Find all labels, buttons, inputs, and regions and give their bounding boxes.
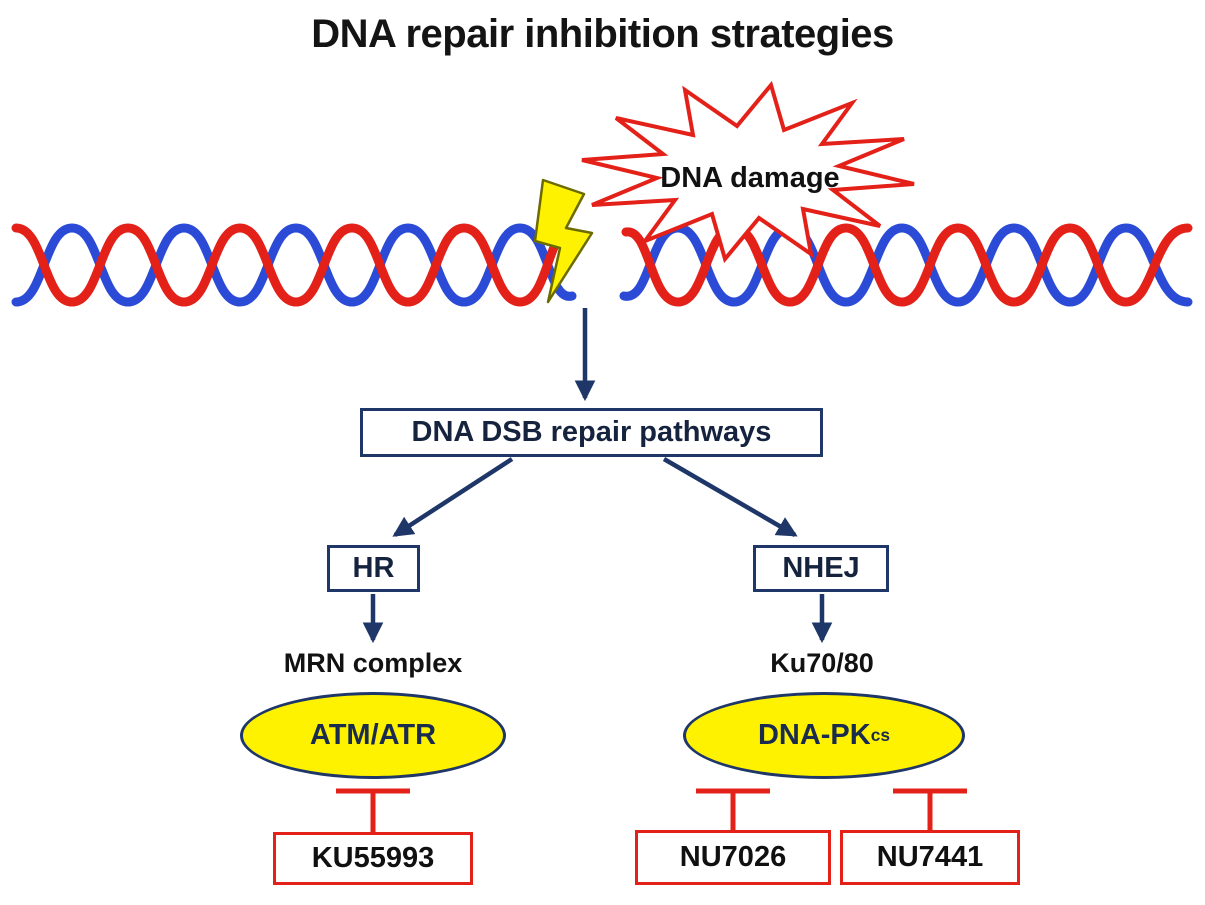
page-title: DNA repair inhibition strategies xyxy=(311,12,894,56)
dna-helix xyxy=(11,223,1193,307)
hr-box: HR xyxy=(327,545,420,592)
nhej-label: NHEJ xyxy=(782,552,860,584)
atm-atr-ellipse: ATM/ATR xyxy=(240,692,506,779)
atm-atr-label: ATM/ATR xyxy=(309,719,437,751)
hr-label: HR xyxy=(352,552,395,584)
dna-strand-red-left xyxy=(11,223,575,307)
mrn-complex-label: MRN complex xyxy=(283,648,463,678)
arrow-pathways-to-nhej xyxy=(662,457,798,537)
dna-pkcs-label: DNA-PK xyxy=(757,719,871,751)
nu7026-label: NU7026 xyxy=(679,841,787,873)
inhibitor-bar-ku55993 xyxy=(336,788,410,832)
dna-strand-red-right xyxy=(621,223,1193,307)
inhibitor-box-ku55993: KU55993 xyxy=(273,832,473,885)
pathways-label: DNA DSB repair pathways xyxy=(411,416,772,448)
dna-damage-burst xyxy=(581,80,915,264)
nu7441-label: NU7441 xyxy=(876,841,984,873)
ku55993-label: KU55993 xyxy=(311,842,435,874)
arrow-pathways-to-hr xyxy=(392,457,514,537)
dna-pkcs-subscript: cs xyxy=(870,725,891,745)
dna-strand-blue-left xyxy=(11,223,577,307)
inhibitor-bar-nu7441 xyxy=(893,788,967,830)
inhibitor-box-nu7441: NU7441 xyxy=(840,830,1020,885)
nhej-box: NHEJ xyxy=(753,545,889,592)
inhibitor-tbars xyxy=(336,788,967,832)
lightning-bolt-icon xyxy=(533,178,594,304)
inhibitor-box-nu7026: NU7026 xyxy=(635,830,831,885)
ku70-80-label: Ku70/80 xyxy=(770,648,874,678)
dna-strand-blue-right xyxy=(619,223,1193,307)
flow-arrows xyxy=(362,308,833,644)
pathways-box: DNA DSB repair pathways xyxy=(360,408,823,457)
inhibitor-bar-nu7026 xyxy=(696,788,770,830)
dna-damage-label: DNA damage xyxy=(660,162,840,194)
